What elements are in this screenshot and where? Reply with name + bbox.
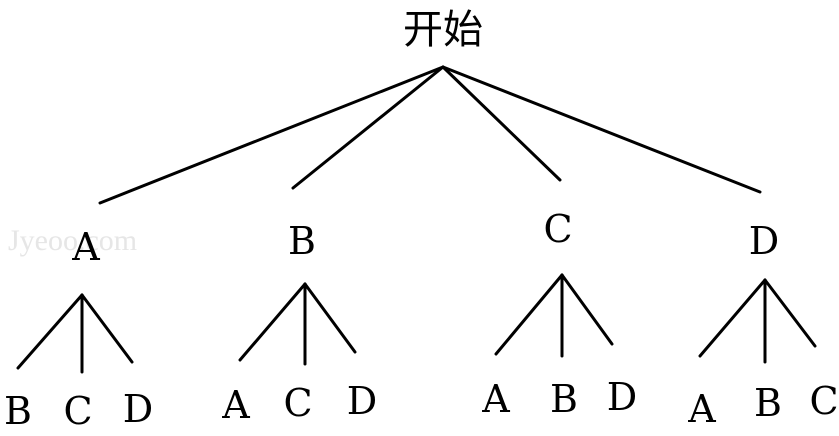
branch-3-edge-1 — [494, 273, 564, 356]
branch-1-edge-1 — [16, 293, 84, 370]
leaf-node-label: D — [607, 375, 637, 419]
branch-node-label: C — [543, 207, 572, 251]
branch-1-edge-3 — [80, 293, 134, 364]
leaf-node-label: A — [221, 383, 250, 427]
branch-2-edge-1 — [238, 282, 307, 362]
leaf-node-label: D — [123, 387, 153, 431]
root-edge-1 — [98, 65, 445, 205]
branch-4-edge-3 — [763, 278, 817, 348]
leaf-node-label: A — [687, 387, 716, 431]
branch-2-edge-3 — [303, 282, 357, 354]
root-node-label: 开始 — [403, 7, 483, 53]
leaf-node-label: D — [347, 379, 377, 423]
branch-node-label: A — [71, 225, 100, 269]
leaf-node-label: C — [283, 381, 312, 425]
leaf-node-label: C — [63, 389, 92, 431]
root-edge-3 — [441, 65, 562, 182]
leaf-node-label: B — [754, 381, 782, 425]
root-edge-4 — [441, 65, 762, 194]
branch-node-label: D — [749, 219, 779, 263]
root-edge-2 — [291, 65, 445, 190]
watermark-text: Jyeoo.com — [8, 224, 137, 257]
branch-4-edge-1 — [698, 278, 767, 358]
leaf-node-label: A — [481, 377, 510, 421]
branch-node-label: B — [288, 219, 316, 263]
tree-edges — [16, 65, 817, 374]
branch-3-edge-3 — [560, 273, 614, 346]
leaf-node-label: B — [4, 389, 32, 431]
leaf-node-label: B — [550, 377, 578, 421]
leaf-node-label: C — [809, 379, 838, 423]
